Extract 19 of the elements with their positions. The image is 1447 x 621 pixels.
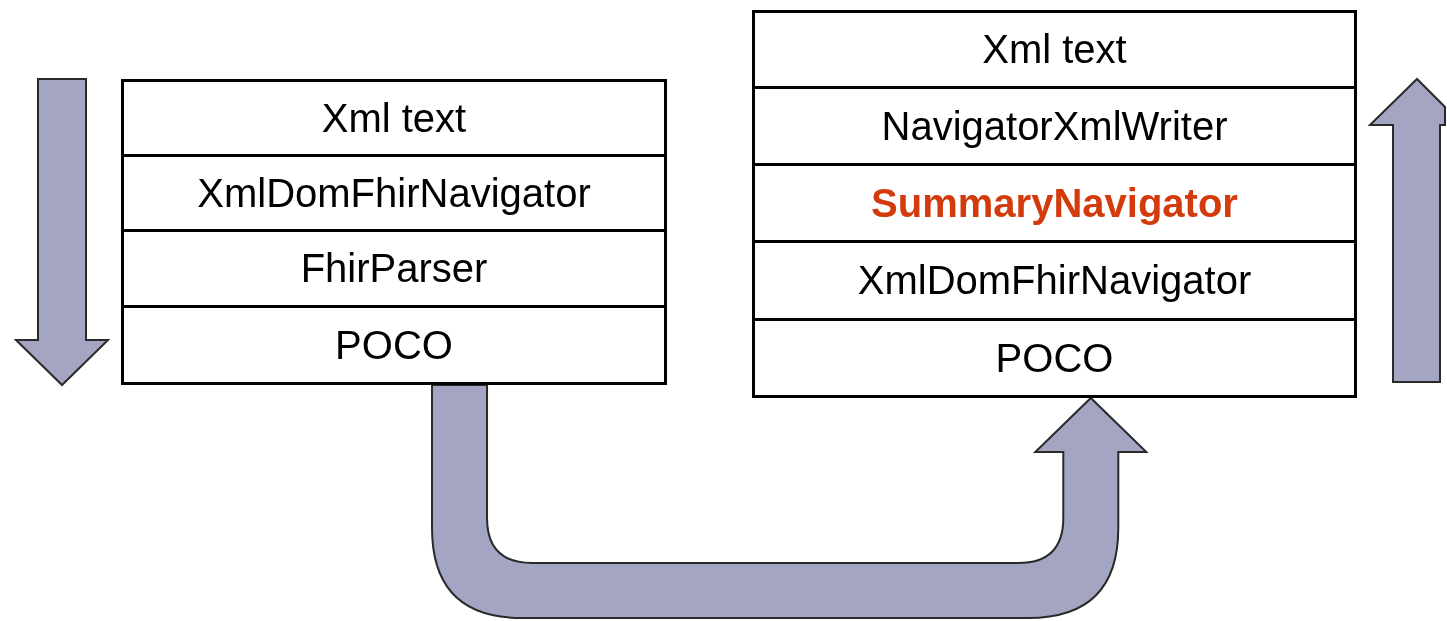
layer-box (121, 79, 667, 157)
layer-label: POCO (335, 322, 453, 368)
arrow (431, 384, 1148, 619)
layer-box (121, 154, 667, 232)
layer-box (752, 240, 1357, 321)
layer-box (752, 10, 1357, 89)
layer-box (752, 163, 1357, 243)
layer-label: SummaryNavigator (871, 180, 1238, 226)
layer-label: Xml text (321, 95, 467, 141)
layer-box (752, 86, 1357, 166)
layer-label: POCO (995, 335, 1114, 381)
layer-label: Xml text (982, 27, 1127, 72)
layer-label: XmlDomFhirNavigator (197, 170, 591, 216)
layer-label: FhirParser (300, 246, 488, 291)
layer-label: NavigatorXmlWriter (881, 103, 1228, 149)
layer-box (121, 229, 667, 308)
layer-box (752, 318, 1357, 398)
layer-box (121, 305, 667, 385)
layer-label: XmlDomFhirNavigator (857, 258, 1252, 303)
